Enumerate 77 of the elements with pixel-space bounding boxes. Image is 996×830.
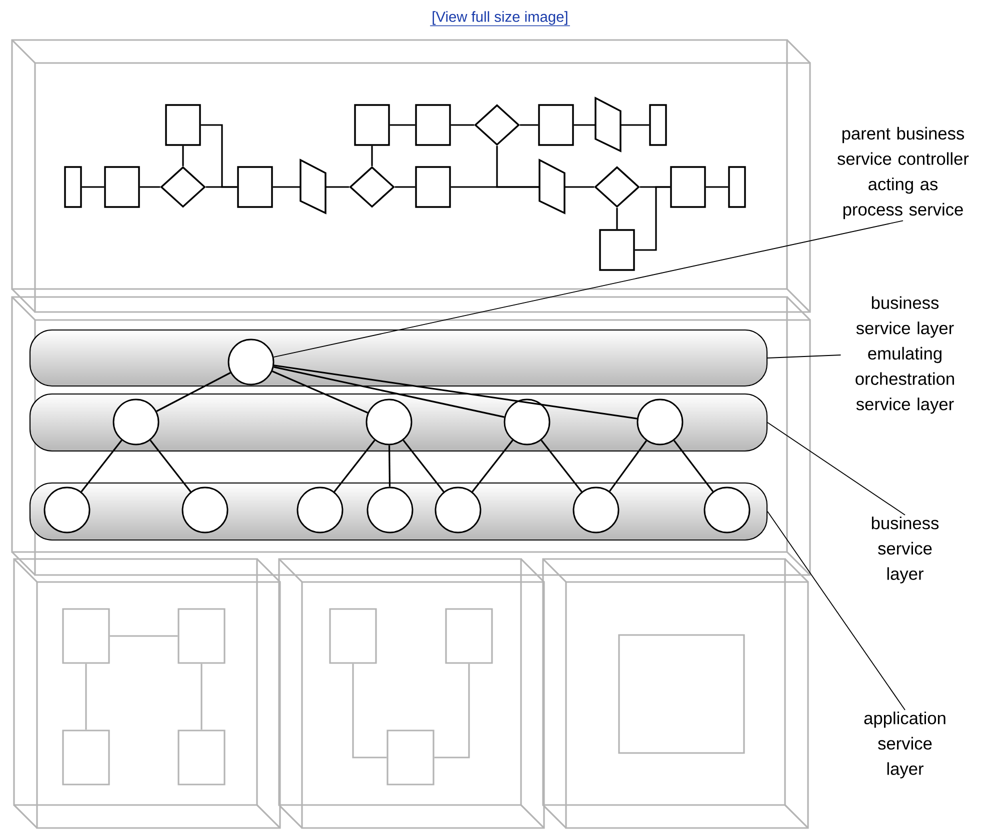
connector-line xyxy=(402,440,444,492)
view-link: [View full size image] xyxy=(430,11,570,26)
connector-line xyxy=(200,124,238,188)
connector-line xyxy=(140,186,160,188)
connector-line xyxy=(82,186,104,188)
connector-line xyxy=(434,664,470,758)
connector-line xyxy=(200,664,202,730)
service-circle xyxy=(228,338,274,386)
service-circle xyxy=(366,486,414,534)
service-circle xyxy=(296,486,344,534)
connector-line xyxy=(110,635,178,637)
container-frame xyxy=(13,558,281,829)
leader-line xyxy=(767,354,842,358)
container-frame xyxy=(11,39,811,313)
connector-line xyxy=(574,124,596,126)
connector-line xyxy=(520,124,538,126)
service-circle xyxy=(182,486,228,534)
component-box xyxy=(618,634,745,754)
process-box xyxy=(165,104,201,146)
service-circle xyxy=(112,398,160,446)
connector-line xyxy=(394,186,416,188)
connector-line xyxy=(616,208,618,230)
connector-line xyxy=(274,366,504,418)
connector-line xyxy=(388,445,391,487)
service-circle xyxy=(504,398,550,446)
connector-line xyxy=(272,186,300,188)
process-box xyxy=(728,166,746,208)
component-box xyxy=(386,730,434,786)
connector-line xyxy=(706,186,728,188)
process-box xyxy=(415,104,451,146)
component-box xyxy=(178,730,226,786)
annotation-text: business service layer emulating orchestration service layer xyxy=(856,296,954,414)
annotation-text: business service layer xyxy=(872,516,939,584)
connector-line xyxy=(620,124,650,126)
connector-line xyxy=(390,124,416,126)
process-box xyxy=(599,229,635,271)
connector-line xyxy=(272,370,368,414)
component-box xyxy=(62,608,110,664)
service-circle xyxy=(434,486,482,534)
connector-line xyxy=(326,186,350,188)
container-frame xyxy=(278,558,545,829)
process-box xyxy=(649,104,667,146)
process-box xyxy=(237,166,273,208)
connector-line xyxy=(496,146,540,188)
process-box xyxy=(670,166,706,208)
annotation-text: application service layer xyxy=(864,712,946,778)
connector-line xyxy=(634,186,670,251)
annotation-text: parent business service controller acting as process service xyxy=(838,126,969,220)
process-box xyxy=(415,166,451,208)
layer-band xyxy=(29,329,768,387)
component-box xyxy=(445,608,493,664)
container-frame xyxy=(542,558,809,829)
process-box xyxy=(538,104,574,146)
service-circle xyxy=(366,398,412,446)
connector-line xyxy=(274,364,638,420)
process-box xyxy=(64,166,82,208)
container-frame xyxy=(11,296,811,576)
service-circle xyxy=(636,398,684,446)
component-box xyxy=(329,608,377,664)
process-box xyxy=(354,104,390,146)
leader-line xyxy=(767,511,906,710)
leader-line xyxy=(767,422,906,516)
service-circle xyxy=(704,486,750,534)
connector-line xyxy=(450,124,474,126)
connector-line xyxy=(564,186,594,188)
connector-line xyxy=(85,664,87,730)
service-circle xyxy=(572,486,620,534)
component-box xyxy=(62,730,110,786)
component-box xyxy=(178,608,226,664)
connector-line xyxy=(182,146,184,166)
process-box xyxy=(104,166,140,208)
service-circle xyxy=(44,486,90,534)
connector-line xyxy=(371,146,373,166)
leader-line xyxy=(273,220,904,358)
connector-line xyxy=(352,664,387,758)
connector-line xyxy=(334,440,376,492)
connector-line xyxy=(156,372,231,412)
